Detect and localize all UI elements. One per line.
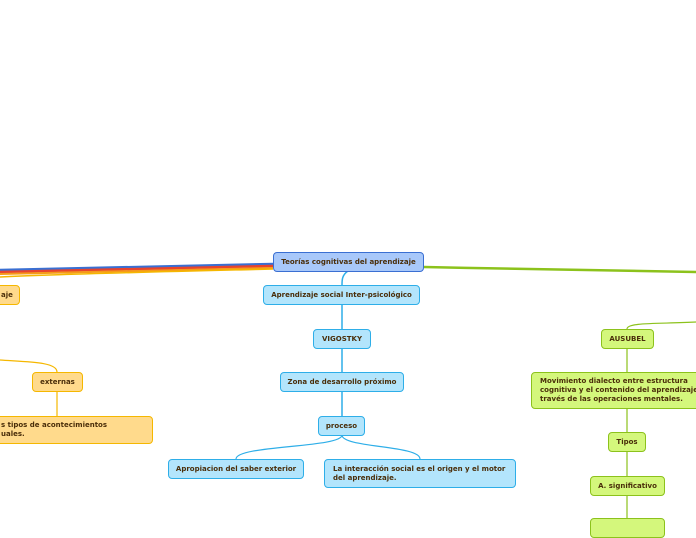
node-tipos[interactable]: Tipos	[608, 432, 646, 452]
node-label: Zona de desarrollo próximo	[287, 377, 397, 386]
connector-lines	[0, 262, 696, 520]
node-label: Tipos	[616, 437, 638, 446]
node-aprendizaje-partial[interactable]: aje	[0, 285, 20, 305]
node-label: Movimiento dialecto entre estructura	[540, 377, 688, 385]
node-next-partial[interactable]	[590, 518, 665, 538]
node-proceso[interactable]: proceso	[318, 416, 365, 436]
node-apropiacion[interactable]: Apropiacion del saber exterior	[168, 459, 304, 479]
node-ausubel[interactable]: AUSUBEL	[601, 329, 654, 349]
node-label: externas	[40, 377, 75, 386]
node-a-significativo[interactable]: A. significativo	[590, 476, 665, 496]
node-externas[interactable]: externas	[32, 372, 83, 392]
node-label: cognitiva y el contenido del aprendizaje	[540, 386, 696, 394]
node-label: del aprendizaje.	[333, 473, 397, 482]
node-interaccion-social[interactable]: La interacción social es el origen y el …	[324, 459, 516, 488]
node-label: Apropiacion del saber exterior	[175, 464, 297, 473]
root-label: Teorías cognitivas del aprendizaje	[281, 257, 416, 266]
node-aprendizaje-social[interactable]: Aprendizaje social Inter-psicológico	[263, 285, 420, 305]
node-zona-desarrollo[interactable]: Zona de desarrollo próximo	[280, 372, 404, 392]
node-label: s tipos de acontecimientos	[1, 421, 108, 429]
node-label: proceso	[325, 421, 358, 430]
node-label: través de las operaciones mentales.	[540, 395, 683, 403]
node-vigotsky[interactable]: VIGOSTKY	[313, 329, 371, 349]
node-label: AUSUBEL	[609, 334, 646, 343]
node-label: aje	[1, 290, 13, 299]
node-label: VIGOSTKY	[321, 334, 363, 343]
node-label: A. significativo	[598, 481, 657, 490]
node-label: uales.	[1, 430, 25, 438]
node-label: Aprendizaje social Inter-psicológico	[271, 290, 412, 299]
root-node[interactable]: Teorías cognitivas del aprendizaje	[273, 252, 424, 272]
node-label: La interacción social es el origen y el …	[333, 464, 506, 473]
